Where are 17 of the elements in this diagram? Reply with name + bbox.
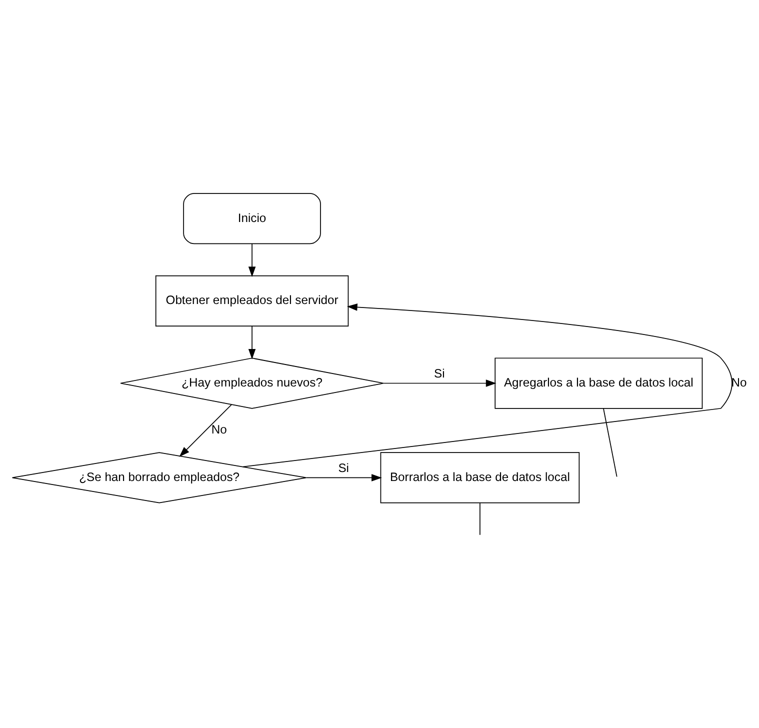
node-diamond: ¿Hay empleados nuevos?	[120, 357, 384, 408]
arrow	[383, 379, 496, 386]
connector	[603, 408, 618, 477]
arrow	[242, 303, 732, 467]
edge-label: Si	[434, 366, 445, 380]
edge-label: No	[211, 422, 227, 436]
arrow	[179, 404, 232, 456]
edge-label: Si	[338, 460, 349, 474]
node-box: Inicio	[183, 192, 321, 244]
edge-label: No	[731, 374, 747, 389]
node-box: Agregarlos a la base de datos local	[494, 357, 703, 408]
node-box: Borrarlos a la base de datos local	[380, 452, 580, 503]
arrow	[306, 474, 382, 481]
node-diamond: ¿Se han borrado empleados?	[12, 452, 307, 503]
arrow	[248, 325, 256, 359]
arrow	[248, 242, 256, 277]
node-box: Obtener empleados del servidor	[155, 274, 349, 326]
